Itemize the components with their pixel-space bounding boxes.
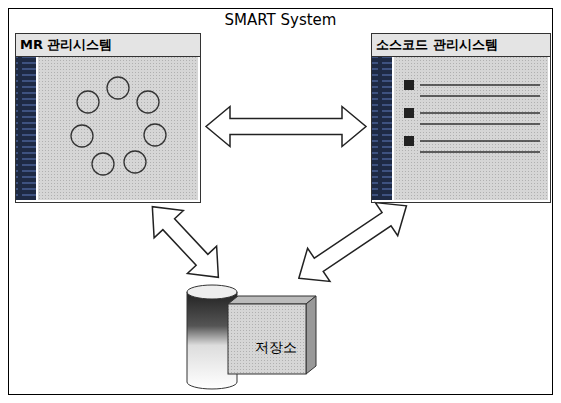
hollow-arrow: [152, 207, 218, 278]
mr-window-art: [16, 56, 198, 200]
storage-label: 저장소: [255, 339, 297, 357]
system-frame: SMART System MR 관리시스템 소스코드 관리시스템저장소: [8, 8, 553, 395]
window-box: MR 관리시스템: [15, 33, 201, 203]
storage-label-area: 저장소: [237, 313, 315, 383]
diagram-title: SMART System: [9, 11, 552, 29]
hollow-arrow: [299, 203, 407, 282]
window-title: 소스코드 관리시스템: [376, 36, 498, 54]
window-titlebar: 소스코드 관리시스템: [372, 34, 550, 57]
storage-art: [187, 285, 316, 389]
window-box: 소스코드 관리시스템: [371, 33, 551, 203]
window-titlebar: MR 관리시스템: [16, 34, 200, 57]
storage-node: 저장소: [184, 281, 319, 391]
source-window-art: [372, 56, 548, 200]
hollow-arrow: [206, 107, 366, 147]
window-title: MR 관리시스템: [20, 36, 112, 54]
